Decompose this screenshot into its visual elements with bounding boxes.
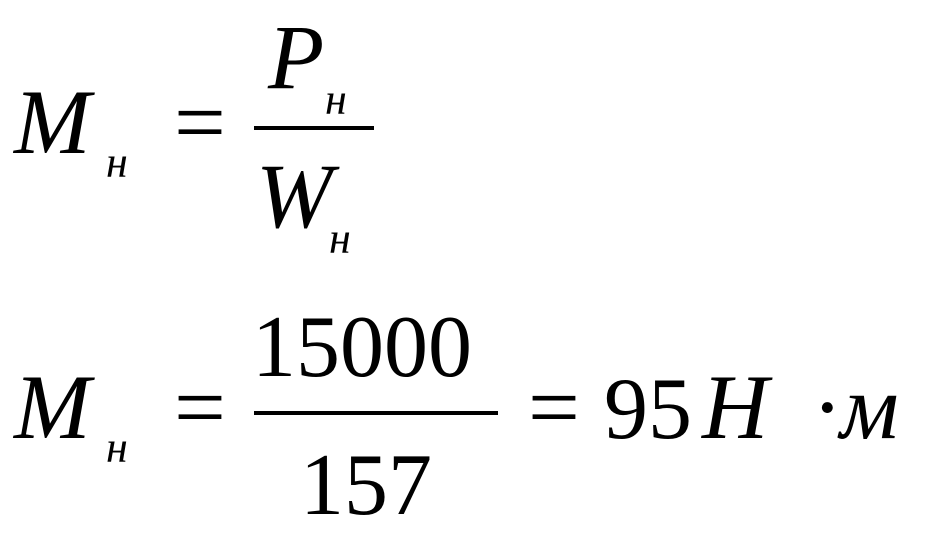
lhs-subscript: н [106,138,128,187]
denominator-subscript: н [329,214,351,263]
equals-sign: = [174,71,226,173]
formula-general: M н = P н W н [12,6,374,263]
lhs-symbol: M [12,356,95,458]
result-unit-meter: м [837,356,899,458]
numerator-symbol: P [267,6,324,108]
result-unit-newton: H [701,356,773,458]
equals-sign: = [174,356,226,458]
numerator-value: 15000 [252,299,472,396]
denominator-value: 157 [300,437,432,534]
equals-sign-2: = [528,356,580,458]
formula-numeric: M н = 15000 157 = 95 H · м [12,299,899,534]
numerator-subscript: н [325,75,347,124]
denominator-symbol: W [256,145,340,247]
multiplication-dot: · [812,356,843,458]
result-value: 95 [604,361,692,458]
lhs-symbol: M [12,71,95,173]
lhs-subscript: н [106,423,128,472]
